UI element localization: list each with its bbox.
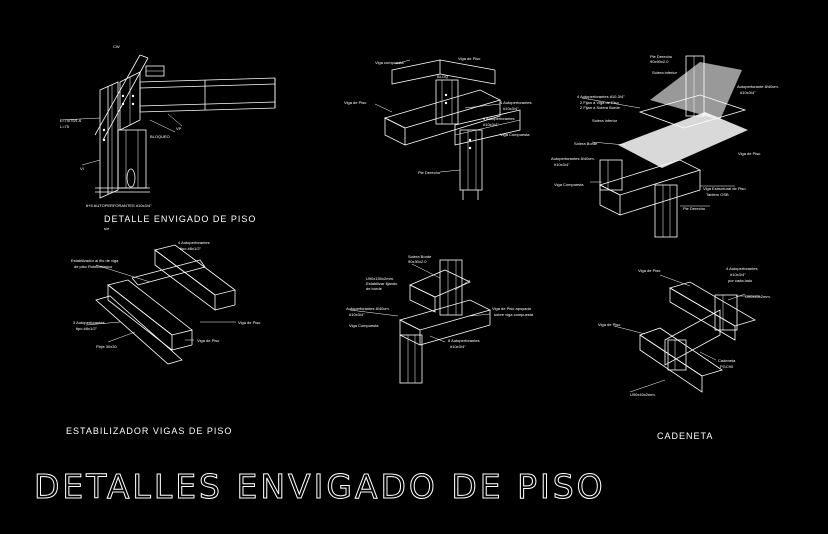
- label-viga-est: Viga Estructural de Piso: [703, 186, 746, 191]
- caption-detalle-scale: s/e: [104, 226, 110, 231]
- label-viga-piso: Viga de Piso: [238, 320, 261, 325]
- label-estabilizador: Estabilizador al filo de viga: [71, 258, 119, 263]
- label-autop-b: tipo #8x1/2": [180, 246, 202, 251]
- label-autop3: 3 Autoperforantes: [73, 320, 105, 325]
- label-solera-inferior: Solera inferior: [652, 70, 678, 75]
- label-fijan-viga: 2 Fijan a Viga de Piso: [580, 100, 620, 105]
- label-autop-8: 8 Autoperforantes: [448, 338, 480, 343]
- label-viga-piso2: Viga de Piso: [197, 338, 220, 343]
- label-solera-borde: Solera Borde: [408, 254, 432, 259]
- label-viga-piso: Viga de Piso: [738, 151, 761, 156]
- label-autop-4b: #10x3/4": [730, 272, 746, 277]
- label-solera-borde-b: 90x30x2.0: [408, 259, 427, 264]
- label-bloque: BLOQ: [437, 74, 448, 79]
- label-viga-comp-right: Viga Compuesta: [500, 132, 530, 137]
- label-autop2: 3 Autoperforantes: [483, 116, 515, 121]
- label-autop3-b: tipo #8x1/2": [76, 326, 98, 331]
- label-autop-8b: #10x3/4": [740, 90, 756, 95]
- label-autop1b: #10x3/4": [503, 106, 519, 111]
- detail-2-viga-compuesta: Viga compuesta Viga de Piso Viga de Piso…: [344, 56, 532, 200]
- label-autop-6: Autoperforantes 8/40cm.: [346, 306, 390, 311]
- label-fijan-solera: 2 Fijan a Solera Borde: [580, 105, 621, 110]
- label-cadeneta: Cadeneta: [718, 358, 736, 363]
- label-viga-piso-left: Viga de Piso: [344, 100, 367, 105]
- label-autop-sb: #10x3/4": [554, 162, 570, 167]
- label-autop-8b: #10x3/4": [450, 344, 466, 349]
- label-autop-6b: #10x3/4": [349, 312, 365, 317]
- label-solera-borde: Solera Borde: [574, 141, 598, 146]
- label-autop-8: Autoperforante 8/40cm.: [737, 84, 779, 89]
- label-autoperforantes: 6+5 AUTOPERFORANTES #10x3/4": [86, 203, 152, 208]
- label-autop2b: #10x3/4": [483, 122, 499, 127]
- label-autop-top: 4 Autoperforantes #10-3/4": [577, 94, 625, 99]
- label-vi: VI: [80, 166, 84, 171]
- caption-estabilizador: ESTABILIZADOR VIGAS DE PISO: [66, 426, 232, 436]
- label-viga-piso-left: Viga de Piso: [598, 322, 621, 327]
- label-autop-4c: por cada lado: [728, 278, 753, 283]
- label-viga-est-b: Tablero OSB: [706, 192, 729, 197]
- detail-1-envigado: CW L=75/75/1.6 L=75 VP VI BLOQUEO 6+5 AU…: [59, 44, 276, 208]
- label-pie-derecho-top-b: 90x90x2.0: [650, 59, 669, 64]
- label-pie-derecho: Pie Derecho: [418, 170, 441, 175]
- caption-detalle: DETALLE ENVIGADO DE PISO: [104, 214, 256, 224]
- label-viga-comp: Viga Compuesta: [349, 323, 379, 328]
- detail-4-estabilizador: 4 Autoperforantes tipo #8x1/2" Estabiliz…: [71, 240, 261, 365]
- label-cadeneta-b: PGC90: [720, 364, 734, 369]
- label-l: L=75/75/1.6: [60, 118, 82, 123]
- detail-5-solera-borde: Solera Borde 90x30x2.0 U90x150x2mm. Esta…: [346, 254, 534, 384]
- label-cw: CW: [113, 44, 120, 49]
- label-viga-piso-apoyada: Viga de Piso apoyada: [492, 306, 532, 311]
- caption-cadeneta: CADENETA: [657, 431, 713, 441]
- label-solera-int: Solera Inferior: [592, 118, 618, 123]
- label-l2: L=75: [60, 124, 70, 129]
- label-u-b: Estabilizar fijando: [366, 281, 398, 286]
- label-viga-piso-apoyada-b: sobre viga compuesta: [494, 312, 534, 317]
- label-fleje: Fleje 30x30: [96, 344, 117, 349]
- label-autop: 4 Autoperforantes: [178, 240, 210, 245]
- label-estabilizador-b: de piso Rubikoblanco: [74, 264, 113, 269]
- label-pie-derecho: Pie Derecho: [683, 206, 706, 211]
- label-u-c: de borde: [366, 286, 383, 291]
- detail-6-cadeneta: Viga de Piso 4 Autoperforantes #10x3/4" …: [598, 266, 771, 397]
- label-viga-compuesta: Viga Compuesta: [554, 182, 584, 187]
- label-viga-compuesta-top: Viga compuesta: [375, 60, 404, 65]
- label-u: U90x150x2mm.: [366, 276, 394, 281]
- label-viga-piso: Viga de Piso: [638, 268, 661, 273]
- label-autop-4: 4 Autoperforantes: [726, 266, 758, 271]
- label-autop-s: Autoperforantes 8/40cm.: [551, 156, 595, 161]
- label-pie-derecho-top: Pie Derecho: [650, 54, 673, 59]
- label-u: U90x40x2mm.: [745, 294, 771, 299]
- drawing-title: DETALLES ENVIGADO DE PISO: [34, 467, 606, 506]
- label-autop1: 4 Autoperforantes: [500, 100, 532, 105]
- detail-3-pie-derecho: Pie Derecho 90x90x2.0 Solera inferior 4 …: [551, 54, 779, 238]
- label-bloqueo: BLOQUEO: [150, 134, 170, 139]
- label-vp: VP: [176, 126, 182, 131]
- label-u2: U90x40x2mm.: [630, 392, 656, 397]
- label-viga-piso-top: Viga de Piso: [458, 56, 481, 61]
